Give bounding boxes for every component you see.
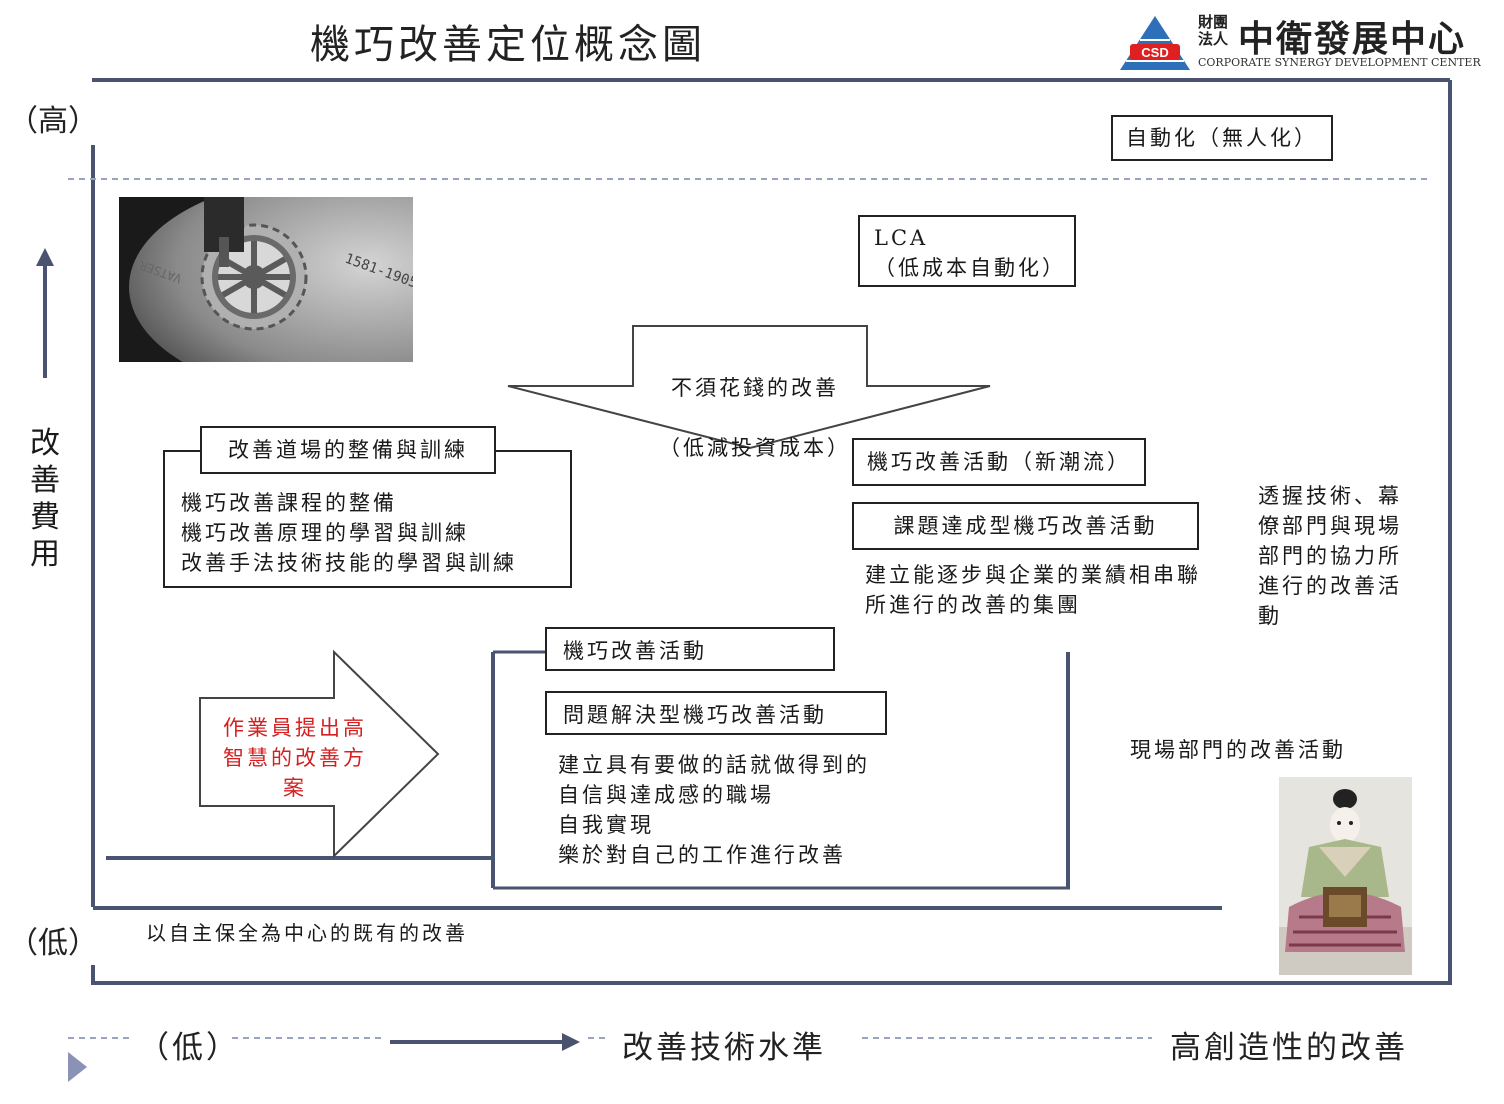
- gear-photo: 1581-1905 VATSER: [119, 197, 413, 362]
- no-cost-line2: （低減投資成本）: [659, 436, 851, 460]
- dojo-item-3: 改善手法技術技能的學習與訓練: [181, 551, 517, 575]
- y-axis-low: （低）: [8, 926, 98, 961]
- x-axis-low: （低）: [138, 1030, 240, 1066]
- field-activity-label: 現場部門的改善活動: [1130, 738, 1346, 762]
- dojo-item-2: 機巧改善原理的學習與訓練: [181, 521, 469, 545]
- lca-box: LCA （低成本自動化）: [858, 215, 1076, 287]
- logo-org-type: 財團 法人: [1198, 13, 1229, 48]
- task-type-box: 課題達成型機巧改善活動: [852, 502, 1199, 550]
- pyramid-logo-icon: CSD: [1120, 16, 1190, 70]
- svg-text:CSD: CSD: [1141, 45, 1168, 60]
- worker-idea-text: 作業員提出高 智慧的改善方 案: [223, 716, 367, 800]
- no-cost-label: 不須花錢的改善 （低減投資成本）: [655, 343, 855, 493]
- y-axis-high: （高）: [8, 104, 98, 139]
- x-axis-high: 高創造性的改善: [1170, 1030, 1408, 1066]
- problem-solving-description: 建立具有要做的話就做得到的 自信與達成感的職場 自我實現 樂於對自己的工作進行改…: [558, 753, 870, 867]
- automation-box: 自動化（無人化）: [1111, 115, 1333, 161]
- logo-english: CORPORATE SYNERGY DEVELOPMENT CENTER: [1198, 56, 1481, 69]
- csd-logo: CSD 財團 法人 中衛發展中心 CORPORATE SYNERGY DEVEL…: [1118, 8, 1488, 72]
- dojo-title-box: 改善道場的整備與訓練: [200, 426, 496, 474]
- y-axis-label: 改善費用: [30, 426, 60, 572]
- problem-solving-box: 問題解決型機巧改善活動: [545, 691, 887, 735]
- dojo-item-1: 機巧改善課程的整備: [181, 491, 397, 515]
- page-title: 機巧改善定位概念圖: [310, 22, 706, 68]
- new-trend-box: 機巧改善活動（新潮流）: [852, 438, 1146, 486]
- worker-idea-arrow: [199, 649, 440, 859]
- karakuri-activity-box: 機巧改善活動: [545, 627, 835, 671]
- dojo-box: 機巧改善課程的整備 機巧改善原理的學習與訓練 改善手法技術技能的學習與訓練: [163, 450, 572, 588]
- no-cost-arrow: [507, 325, 991, 450]
- no-cost-line1: 不須花錢的改善: [671, 376, 839, 400]
- x-axis-label: 改善技術水準: [622, 1030, 826, 1066]
- task-type-description: 建立能逐步與企業的業績相串聯 所進行的改善的集團: [865, 563, 1201, 617]
- karakuri-doll-photo: [1279, 777, 1412, 975]
- lca-subtitle: （低成本自動化）: [874, 256, 1066, 280]
- logo-name: 中衛發展中心: [1238, 18, 1467, 60]
- staff-cooperation-text: 透握技術、幕 僚部門與現場 部門的協力所 進行的改善活 動: [1258, 484, 1402, 628]
- existing-improvement-label: 以自主保全為中心的既有的改善: [146, 921, 468, 945]
- lca-title: LCA: [874, 226, 929, 250]
